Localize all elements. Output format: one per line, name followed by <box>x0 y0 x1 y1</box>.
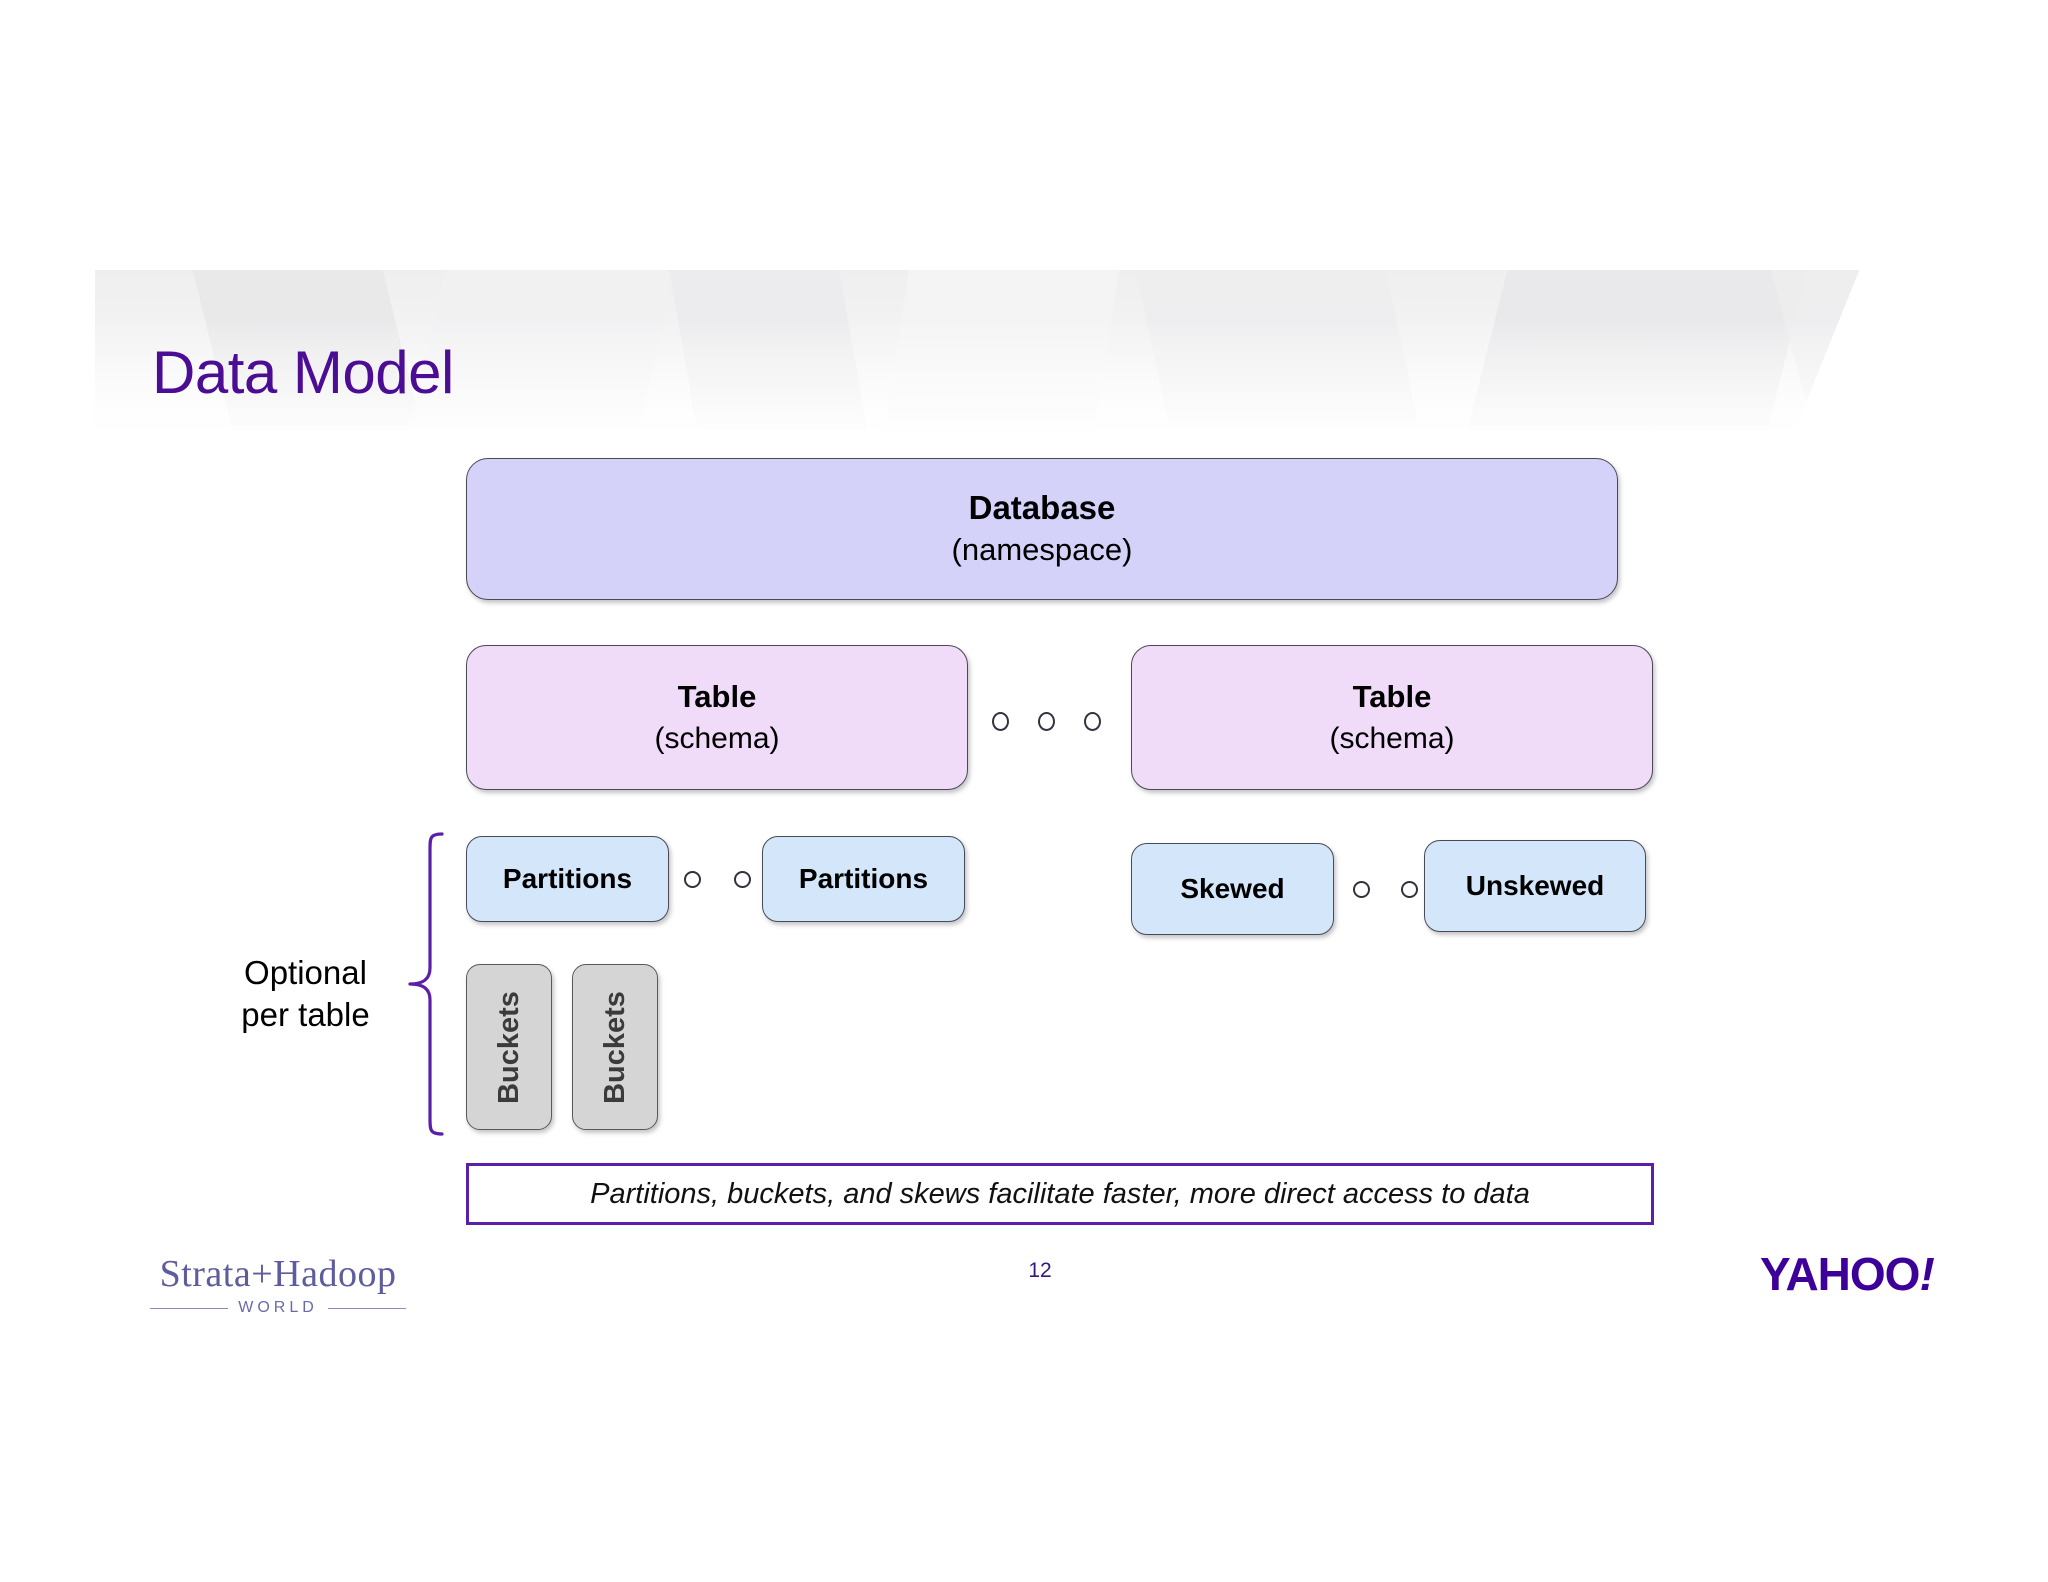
yahoo-logo-text: YAHOO <box>1760 1248 1920 1300</box>
optional-per-table-brace <box>408 832 444 1136</box>
optional-per-table-label: Optional per table <box>218 952 393 1036</box>
buckets-node: Buckets <box>466 964 552 1130</box>
skewed-node: Skewed <box>1131 843 1334 935</box>
table-node-sublabel: (schema) <box>654 721 780 755</box>
optional-label-line2: per table <box>241 996 370 1033</box>
unskewed-node: Unskewed <box>1424 840 1646 932</box>
caption-box: Partitions, buckets, and skews facilitat… <box>466 1163 1654 1225</box>
database-node-sublabel: (namespace) <box>951 532 1133 567</box>
buckets-node: Buckets <box>572 964 658 1130</box>
yahoo-logo: YAHOO! <box>1760 1247 1935 1301</box>
optional-label-line1: Optional <box>244 954 367 991</box>
strata-logo-main: Strata+Hadoop <box>159 1253 397 1295</box>
circle-icon <box>734 871 751 888</box>
table-node-sublabel: (schema) <box>1329 721 1455 755</box>
yahoo-logo-bang: ! <box>1919 1248 1934 1300</box>
database-node-label: Database <box>968 489 1116 526</box>
circle-icon <box>1038 712 1055 731</box>
partitions-node: Partitions <box>466 836 669 922</box>
strata-logo-sub: WORLD <box>238 1299 318 1316</box>
ellipsis-dots-skews <box>1353 881 1418 898</box>
circle-icon <box>684 871 701 888</box>
strata-logo-sub-row: WORLD <box>150 1299 406 1317</box>
buckets-node-label: Buckets <box>492 990 525 1104</box>
table-node: Table (schema) <box>466 645 968 790</box>
circle-icon <box>1401 881 1418 898</box>
strata-hadoop-world-logo: Strata+Hadoop WORLD <box>150 1254 406 1317</box>
ellipsis-dots-tables <box>992 712 1101 731</box>
ellipsis-dots-partitions <box>684 871 751 888</box>
band-fade-overlay <box>95 270 1955 430</box>
circle-icon <box>992 712 1009 731</box>
database-node: Database (namespace) <box>466 458 1618 600</box>
table-node-label: Table <box>1352 678 1432 714</box>
unskewed-node-label: Unskewed <box>1465 870 1605 901</box>
rule-right <box>327 1307 406 1309</box>
page-title: Data Model <box>152 339 454 406</box>
partitions-node-label: Partitions <box>798 863 929 894</box>
skewed-node-label: Skewed <box>1180 873 1285 904</box>
header-decoration-band <box>95 270 1955 430</box>
partitions-node: Partitions <box>762 836 965 922</box>
circle-icon <box>1353 881 1370 898</box>
table-node-label: Table <box>677 678 757 714</box>
caption-text: Partitions, buckets, and skews facilitat… <box>590 1177 1530 1210</box>
buckets-node-label: Buckets <box>598 990 631 1104</box>
table-node: Table (schema) <box>1131 645 1653 790</box>
rule-left <box>150 1307 229 1309</box>
page-number: 12 <box>1028 1259 1052 1282</box>
circle-icon <box>1084 712 1101 731</box>
partitions-node-label: Partitions <box>502 863 633 894</box>
